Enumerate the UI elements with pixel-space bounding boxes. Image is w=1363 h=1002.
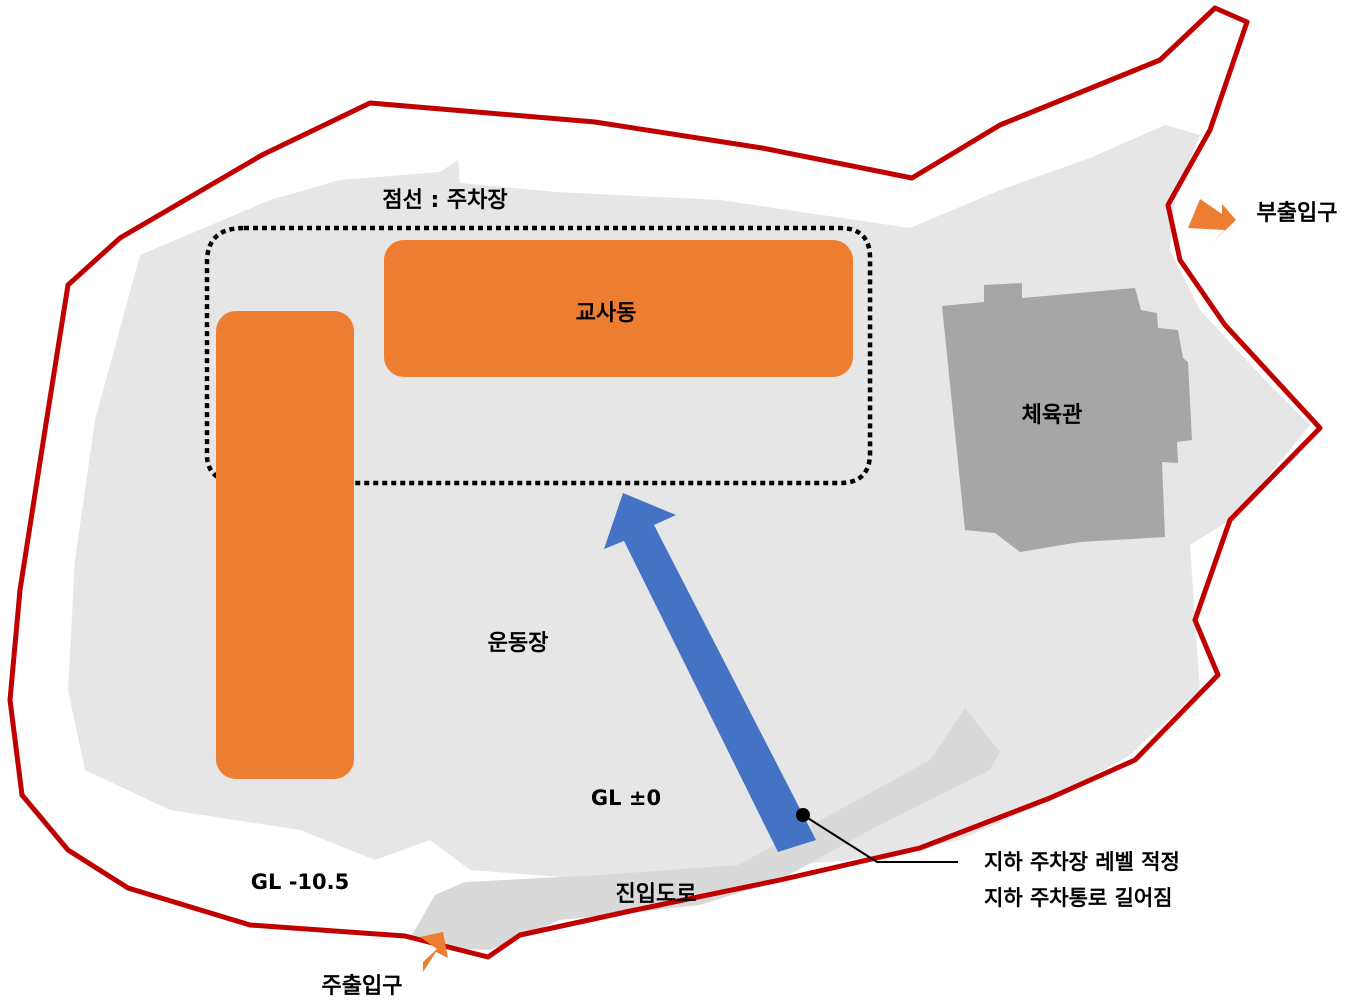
- playground-label: 운동장: [488, 631, 549, 656]
- parking-area-outline: [204, 225, 873, 486]
- ground-level-zero-label: GL ±0: [591, 786, 661, 810]
- underground-parking-arrow: [604, 493, 816, 852]
- sub-entrance-label: 부출입구: [1257, 201, 1338, 226]
- access-road-label: 진입도로: [616, 882, 697, 907]
- callout-note-line-1: 지하 주차장 레벨 적정: [984, 850, 1180, 874]
- school-building-main: [384, 240, 853, 377]
- callout-dot: [796, 808, 810, 822]
- parking-legend-label: 점선 : 주차장: [382, 188, 507, 213]
- gymnasium-label: 체육관: [1022, 403, 1083, 428]
- callout-note-line-2: 지하 주차통로 길어짐: [984, 886, 1173, 910]
- sub-entrance-arrow: [1188, 199, 1236, 244]
- callout-leader-line: [802, 814, 958, 863]
- ground-level-minus-label: GL -10.5: [251, 870, 349, 894]
- access-road: [412, 708, 1000, 950]
- main-entrance-label: 주출입구: [322, 974, 403, 999]
- site-boundary-line: [7, 5, 1323, 960]
- main-entrance-arrow: [420, 932, 448, 972]
- school-building-label: 교사동: [576, 301, 637, 326]
- school-building-wing: [216, 311, 354, 779]
- gymnasium-building: [942, 283, 1192, 552]
